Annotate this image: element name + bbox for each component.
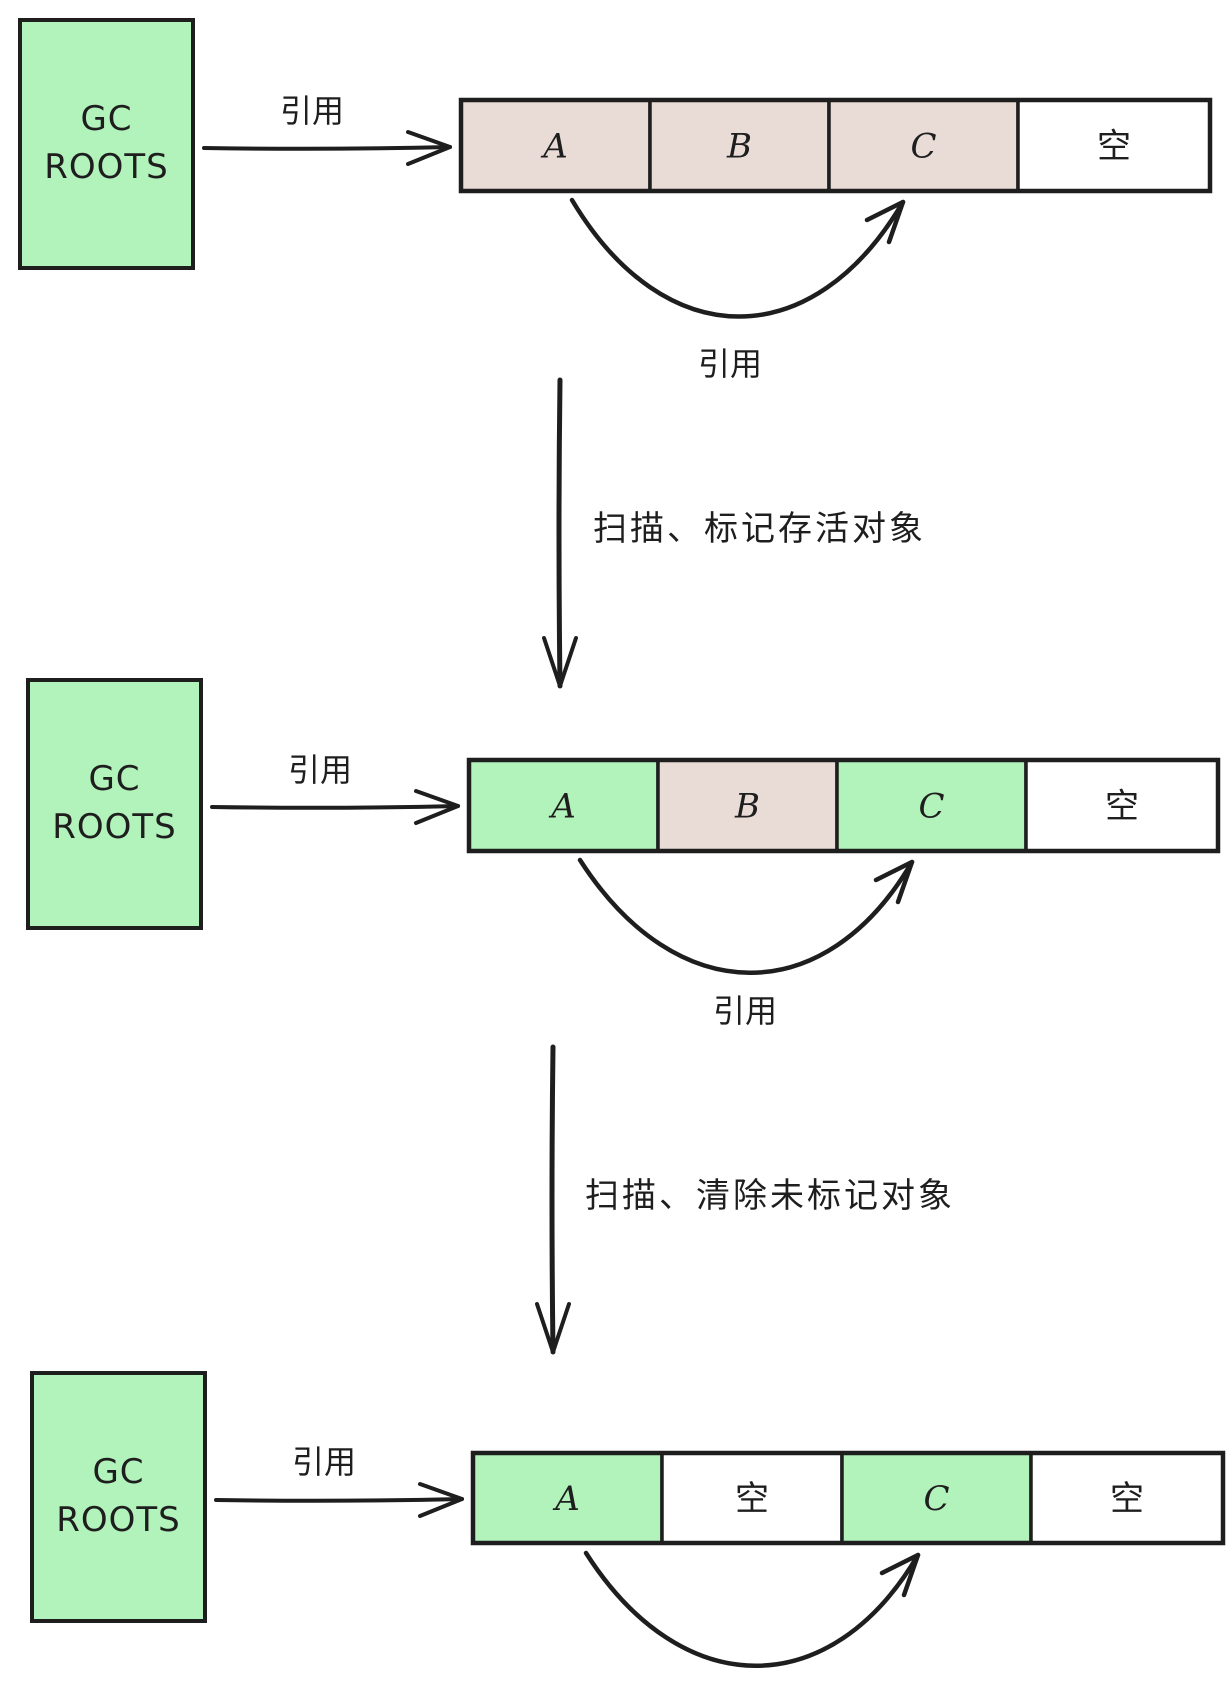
memory-cell-rect [840,1451,1033,1545]
memory-cell-label: 空 [1110,1479,1144,1519]
arrow-shaft [214,1497,464,1503]
down-arrow-shaft [549,1044,556,1355]
arrow-head-icon [414,789,460,825]
memory-cell-empty: 空 [1016,98,1212,193]
memory-cell-unmarked: B [648,98,831,193]
memory-cell-unmarked: B [656,758,839,853]
arrow-head-icon [406,130,452,166]
transition-step-2: 扫描、清除未标记对象 [535,1044,955,1355]
memory-cell-live: A [471,1451,664,1545]
root-reference-label: 引用 [292,1443,356,1481]
gc-roots-label-line2: ROOTS [44,147,169,187]
down-arrow-head-icon [535,1302,571,1354]
transition-label: 扫描、标记存活对象 [593,509,926,549]
down-arrow-shaft [556,377,563,689]
curve-shaft [569,197,906,319]
memory-cell-label: C [910,127,936,167]
memory-cell-unmarked: A [459,98,652,193]
memory-cell-label: B [726,127,752,167]
memory-array-border [466,757,1221,854]
memory-cell-label: B [734,787,760,827]
gc-roots-box: GC ROOTS [30,1371,207,1623]
gc-roots-rect [26,678,203,930]
arrow-head-icon [864,199,906,245]
memory-array-border [470,1450,1226,1546]
memory-cell-rect [835,758,1028,853]
root-reference-label: 引用 [280,92,344,130]
curve-shaft [583,1550,921,1668]
memory-cell-label: 空 [1097,127,1131,167]
down-arrow-head-icon [542,636,578,688]
gc-roots-box: GC ROOTS [26,678,203,930]
gc-roots-label-line1: GC [80,99,132,139]
arrow-head-icon [418,1482,464,1518]
gc-roots-rect [30,1371,207,1623]
object-reference-arrow-a-to-c [569,197,906,319]
memory-cell-unmarked: C [827,98,1020,193]
root-reference-arrow [214,1482,464,1518]
memory-cell-label: C [918,787,944,827]
arrow-shaft [202,145,452,151]
memory-array-border [458,97,1213,194]
curve-shaft [577,857,915,975]
gc-roots-label-line2: ROOTS [56,1500,181,1540]
root-reference-label: 引用 [288,751,352,789]
arrow-head-icon [873,859,915,905]
memory-cell-label: 空 [1105,787,1139,827]
memory-cell-live: C [840,1451,1033,1545]
memory-cell-live: C [835,758,1028,853]
memory-cell-label: A [548,787,576,827]
memory-cell-label: A [552,1479,580,1519]
object-reference-arrow-a-to-c [583,1550,921,1668]
gc-roots-label-line2: ROOTS [52,807,177,847]
root-reference-arrow [202,130,452,166]
memory-cell-label: A [540,127,568,167]
memory-cell-empty: 空 [660,1451,844,1545]
gc-roots-rect [18,18,195,270]
arrow-shaft [210,804,460,810]
memory-cell-empty: 空 [1024,758,1220,853]
memory-cell-live: A [467,758,660,853]
gc-roots-label-line1: GC [92,1452,144,1492]
stage-3: GC ROOTS 引用 A 空 C 空 [30,1371,1226,1668]
transition-step-1: 扫描、标记存活对象 [542,377,926,689]
transition-label: 扫描、清除未标记对象 [585,1176,955,1216]
gc-roots-box: GC ROOTS [18,18,195,270]
memory-cell-empty: 空 [1029,1451,1225,1545]
memory-cell-label: C [923,1479,949,1519]
root-reference-arrow [210,789,460,825]
memory-cell-label: 空 [735,1479,769,1519]
gc-roots-label-line1: GC [88,759,140,799]
object-reference-label: 引用 [698,345,762,383]
object-reference-label: 引用 [713,992,777,1030]
object-reference-arrow-a-to-c [577,857,915,975]
arrow-head-icon [879,1552,921,1598]
memory-cell-rect [648,98,831,193]
